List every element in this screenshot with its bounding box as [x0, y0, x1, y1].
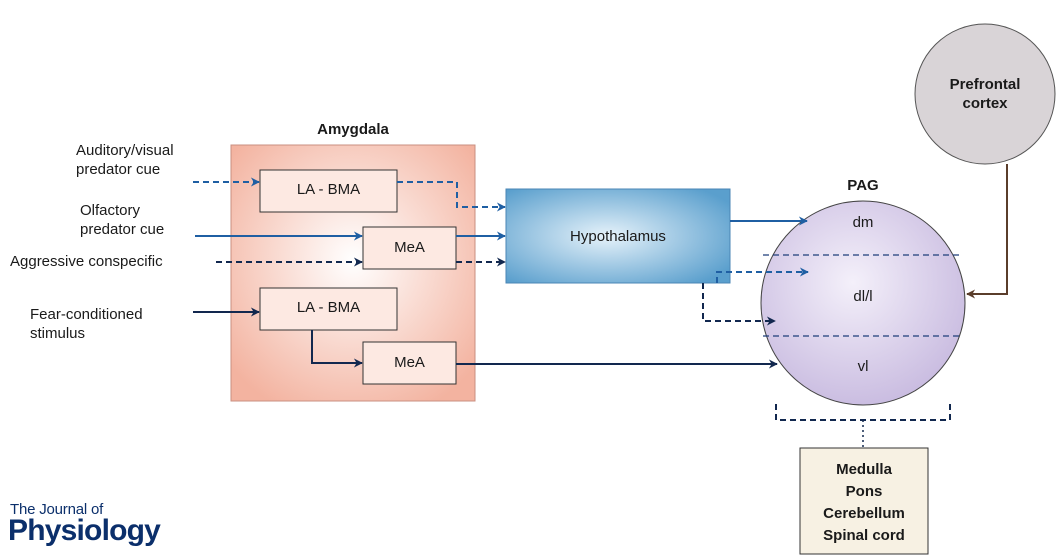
outputs-line-medulla: Medulla [836, 461, 892, 478]
prefrontal-label: Prefrontal cortex [949, 76, 1021, 112]
amygdala-la-bma-lower-box [259, 287, 398, 331]
pag-title: PAG [847, 177, 879, 194]
pag-circle [760, 200, 966, 406]
input-aggressive-label: Aggressive conspecific [10, 253, 163, 270]
arrow-la-bma-to-mea-lower [311, 330, 363, 368]
amygdala-mea-upper-label: MeA [394, 239, 425, 256]
journal-logo-line2: Physiology [8, 514, 161, 547]
arrow-la-bma-to-hypothalamus [397, 181, 506, 212]
pag-output-bracket [775, 404, 951, 421]
arrow-hypothalamus-to-pag-dl-aggressive [702, 283, 776, 326]
amygdala-la-bma-upper-box [259, 169, 398, 213]
amygdala-title: Amygdala [317, 121, 389, 138]
pag-column-vl: vl [857, 358, 869, 375]
outputs-line-pons: Pons [845, 483, 883, 500]
input-olfactory-label: Olfactory predator cue [80, 202, 165, 238]
input-auditory-visual-label: Auditory/visual predator cue [76, 142, 174, 178]
arrow-hypothalamus-to-pag-dl [716, 267, 809, 283]
input-fear-conditioned-label: Fear-conditioned stimulus [30, 306, 143, 342]
arrow-prefrontal-to-pag [966, 164, 1008, 299]
pag-column-dm: dm [852, 214, 874, 231]
outputs-line-cerebellum: Cerebellum [823, 505, 905, 522]
outputs-line-spinal-cord: Spinal cord [823, 527, 905, 544]
amygdala-mea-upper-box [362, 226, 457, 270]
journal-logo-line1: The Journal of [10, 501, 104, 518]
amygdala-mea-lower-label: MeA [394, 354, 425, 371]
hypothalamus-box [505, 188, 731, 284]
prefrontal-circle [914, 23, 1056, 165]
outputs-box [799, 447, 929, 555]
hypothalamus-label: Hypothalamus [570, 228, 666, 245]
amygdala-mea-lower-box [362, 341, 457, 385]
pag-column-dl: dl/l [853, 288, 873, 305]
amygdala-la-bma-upper-label: LA - BMA [296, 181, 361, 198]
amygdala-la-bma-lower-label: LA - BMA [296, 299, 361, 316]
